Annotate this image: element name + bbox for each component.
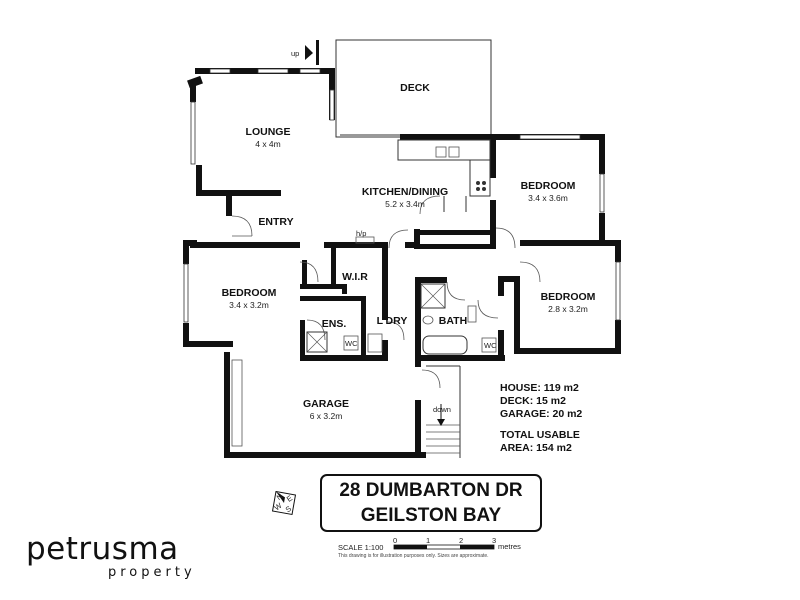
stair-label-down: down xyxy=(433,405,451,414)
sink-icon xyxy=(435,146,447,158)
room-label-bath: BATH xyxy=(439,315,467,327)
area-summary: HOUSE: 119 m2 DECK: 15 m2 GARAGE: 20 m2 … xyxy=(500,382,640,455)
scale-tick-3: 3 xyxy=(492,536,496,545)
room-label-deck: DECK xyxy=(400,82,430,94)
room-label-wir: W.I.R xyxy=(342,271,368,283)
room-label-bedroom-1: BEDROOM xyxy=(521,180,576,192)
brand-sub: property xyxy=(108,565,196,580)
cooktop-icon xyxy=(476,181,480,185)
scale-bar: SCALE 1:100 0 1 2 3 metres xyxy=(338,536,521,552)
laundry-tub-icon xyxy=(367,333,383,353)
heat-pump-icon xyxy=(355,236,375,244)
room-size-lounge: 4 x 4m xyxy=(255,139,281,149)
address-line-2: GEILSTON BAY xyxy=(360,505,502,526)
disclaimer: This drawing is for illustration purpose… xyxy=(338,553,489,559)
room-labels: DECK LOUNGE 4 x 4m KITCHEN/DINING 5.2 x … xyxy=(222,49,596,421)
brand-name: petrusma xyxy=(26,531,179,567)
ensuite-shower-icon xyxy=(306,331,328,353)
room-size-garage: 6 x 3.2m xyxy=(310,411,343,421)
room-label-bedroom-2: BEDROOM xyxy=(222,287,277,299)
heat-pump-label: h/p xyxy=(356,229,366,238)
compass: N E S W xyxy=(271,490,297,516)
scale-tick-2: 2 xyxy=(459,536,463,545)
stair-label-up: up xyxy=(291,49,299,58)
toilet-icon xyxy=(481,337,497,353)
scale-tick-0: 0 xyxy=(393,536,397,545)
vanity-icon xyxy=(467,305,477,323)
room-size-bedroom-2: 3.4 x 3.2m xyxy=(229,300,269,310)
area-total-line-2: AREA: 154 m2 xyxy=(500,442,572,454)
ensuite-toilet-icon xyxy=(343,335,359,351)
bathroom-fixtures xyxy=(306,236,497,355)
area-house: HOUSE: 119 m2 xyxy=(500,382,579,394)
address-line-1: 28 DUMBARTON DR xyxy=(339,480,523,501)
bath-wc-label: WC xyxy=(484,341,497,350)
area-garage: GARAGE: 20 m2 xyxy=(500,408,583,420)
scale-label: SCALE 1:100 xyxy=(338,543,383,552)
room-label-laundry: L'DRY xyxy=(377,315,408,327)
compass-w: W xyxy=(272,500,284,512)
down-arrow-icon xyxy=(437,419,445,426)
area-deck: DECK: 15 m2 xyxy=(500,395,566,407)
compass-s: S xyxy=(284,504,293,514)
room-label-lounge: LOUNGE xyxy=(246,126,291,138)
up-arrow-icon xyxy=(305,45,313,60)
brand-logo: petrusma property xyxy=(26,532,206,580)
room-label-garage: GARAGE xyxy=(303,398,349,410)
room-label-kitchen: KITCHEN/DINING xyxy=(362,186,448,198)
compass-n: N xyxy=(275,492,285,502)
windows xyxy=(183,68,621,323)
room-label-ensuite: ENS. xyxy=(322,318,347,330)
garage-stairs xyxy=(231,359,461,458)
bathtub-icon xyxy=(422,335,468,355)
scale-unit: metres xyxy=(498,542,521,551)
area-total-line-1: TOTAL USABLE xyxy=(500,429,580,441)
scale-tick-1: 1 xyxy=(426,536,430,545)
ensuite-wc-label: WC xyxy=(345,339,358,348)
compass-e: E xyxy=(285,493,294,503)
room-size-kitchen: 5.2 x 3.4m xyxy=(385,199,425,209)
kitchen-fixtures xyxy=(397,139,491,215)
shower-icon xyxy=(420,283,446,309)
room-label-bedroom-3: BEDROOM xyxy=(541,291,596,303)
doors xyxy=(231,215,541,389)
room-label-entry: ENTRY xyxy=(258,216,293,228)
room-size-bedroom-1: 3.4 x 3.6m xyxy=(528,193,568,203)
room-size-bedroom-3: 2.8 x 3.2m xyxy=(548,304,588,314)
address-box: 28 DUMBARTON DR GEILSTON BAY xyxy=(320,474,542,532)
